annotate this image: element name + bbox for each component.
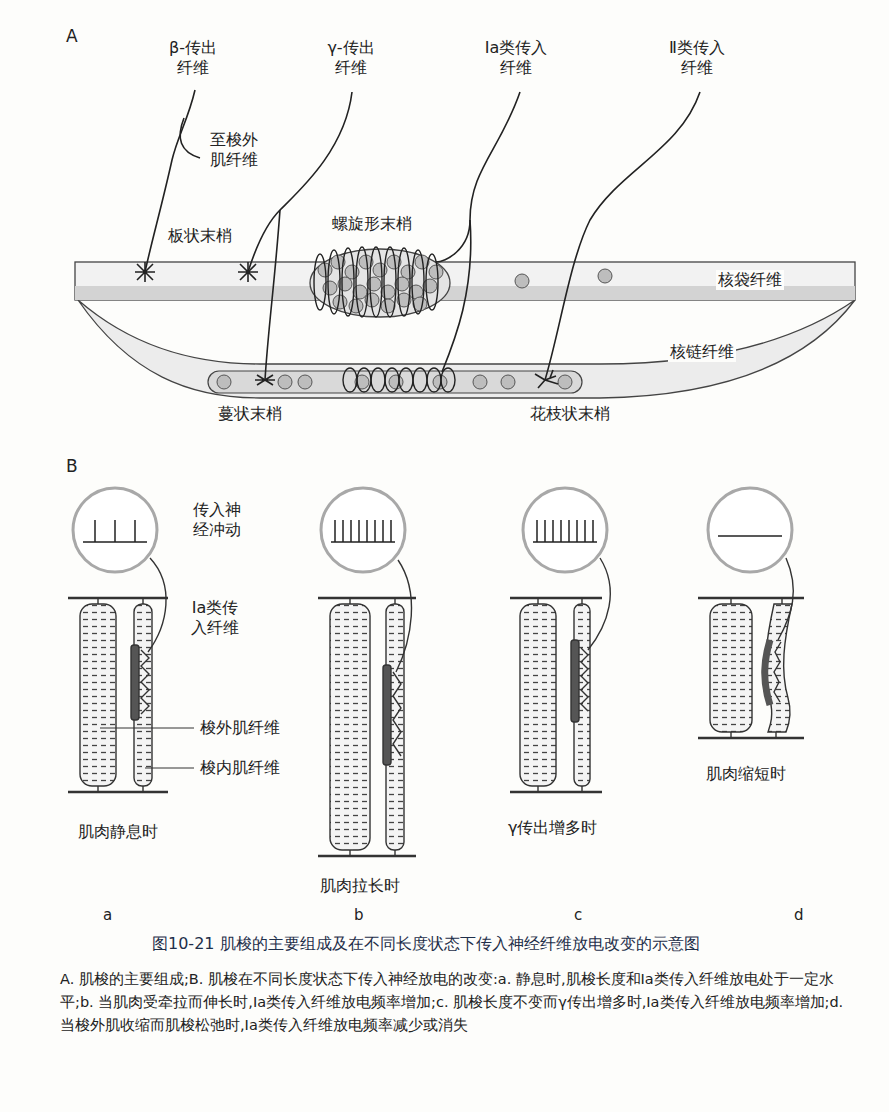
panel-letter: c: [572, 906, 584, 925]
panel-letter: d: [792, 906, 806, 925]
panel-letter: A: [64, 26, 80, 47]
fiber-label: 梭外肌纤维: [198, 718, 282, 738]
panel-letter: b: [352, 906, 366, 925]
fiber-label: 梭内肌纤维: [198, 758, 282, 778]
state-label: 肌肉静息时: [76, 822, 160, 842]
fiber-label: γ-传出纤维: [318, 38, 384, 78]
panel-letter: B: [64, 456, 80, 477]
figure-caption: 图10-21 肌梭的主要组成及在不同长度状态下传入神经纤维放电改变的示意图: [150, 934, 702, 954]
state-label: 肌肉缩短时: [704, 764, 788, 784]
ending-label: 蔓状末梢: [216, 404, 284, 424]
signal-label: 传入神经冲动: [188, 500, 246, 540]
state-label: 肌肉拉长时: [318, 876, 402, 896]
fiber-label: Ⅰa类传入纤维: [480, 38, 552, 78]
ending-label: 花枝状末梢: [528, 404, 612, 424]
fiber-label: 至梭外肌纤维: [205, 130, 263, 170]
fiber-label: Ia类传入纤维: [186, 598, 244, 638]
fiber-label: β-传出纤维: [160, 38, 226, 78]
fiber-label: 核链纤维: [668, 342, 736, 362]
panel-letter: a: [101, 906, 114, 925]
state-label: γ传出增多时: [506, 818, 599, 838]
fiber-label: 核袋纤维: [716, 270, 784, 290]
fiber-label: Ⅱ类传入纤维: [664, 38, 730, 78]
caption-note: A. 肌梭的主要组成;B. 肌梭在不同长度状态下传入神经放电的改变:a. 静息时…: [58, 968, 862, 1038]
ending-label: 螺旋形末梢: [330, 214, 414, 234]
ending-label: 板状末梢: [166, 226, 234, 246]
